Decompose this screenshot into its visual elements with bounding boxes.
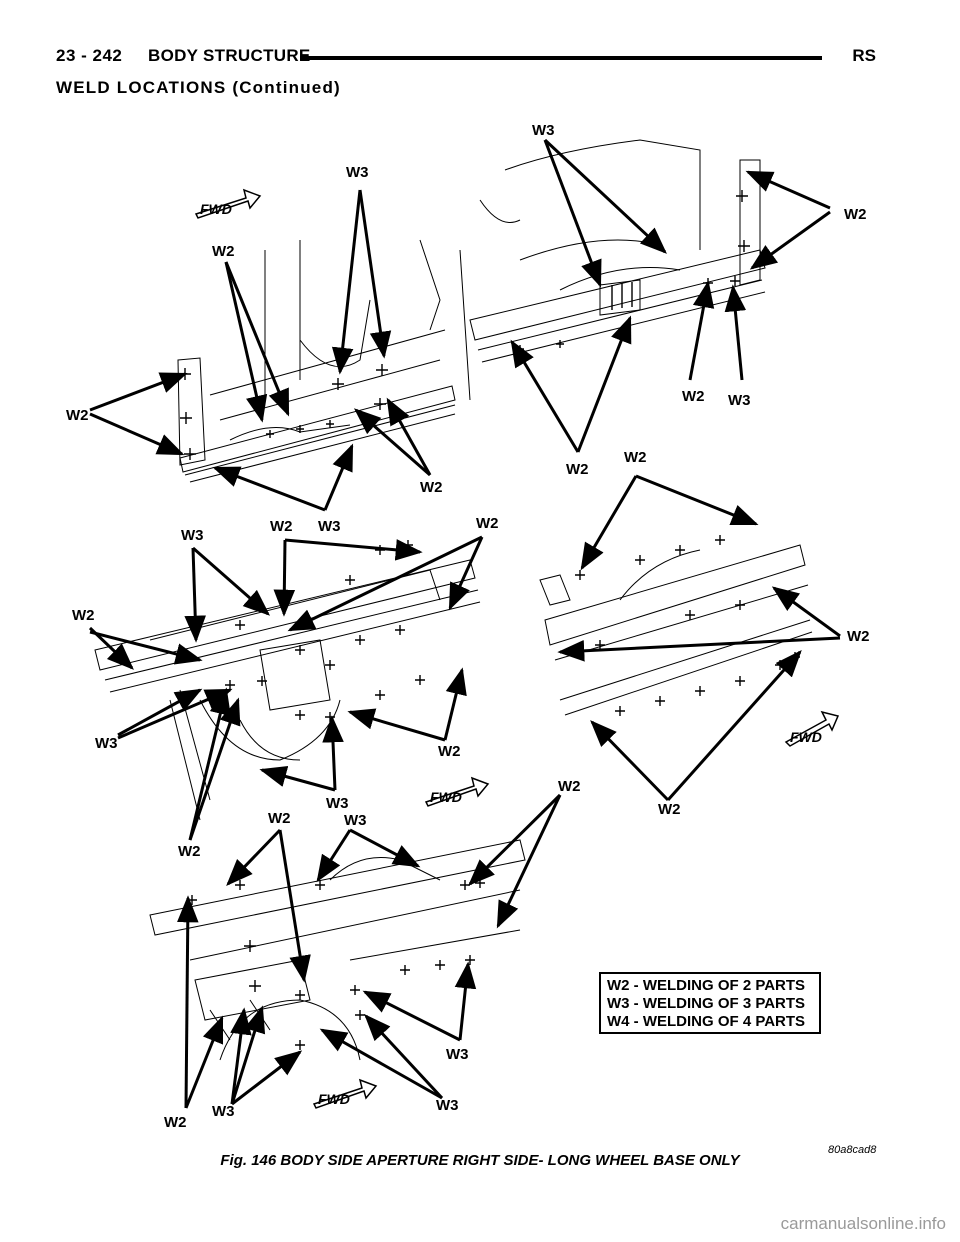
callout-w2: W2 [270, 518, 293, 535]
leader-lines [88, 138, 841, 1109]
callout-w2: W2 [420, 479, 443, 496]
figure-drawing: FWD FWD FWD FWD [66, 122, 870, 1131]
callout-w3: W3 [436, 1097, 459, 1114]
callout-labels: W3 W3 W2 W2 W2 W2 W3 W2 W2 W2 W2 W3 W2 W… [66, 122, 870, 1131]
panel-mid-left [94, 540, 481, 821]
callout-w3: W3 [728, 392, 751, 409]
legend-item: W2 - WELDING OF 2 PARTS [607, 977, 806, 994]
callout-w2: W2 [844, 206, 867, 223]
callout-w3: W3 [346, 164, 369, 181]
legend-item: W4 - WELDING OF 4 PARTS [607, 1013, 806, 1030]
panel-mid-right [539, 535, 813, 716]
callout-w2: W2 [164, 1114, 187, 1131]
figure-caption: Fig. 146 BODY SIDE APERTURE RIGHT SIDE- … [220, 1152, 740, 1169]
fwd-label: FWD [790, 729, 822, 745]
fwd-arrow-4: FWD [312, 1078, 378, 1109]
watermark: carmanualsonline.info [780, 1214, 946, 1233]
image-code: 80a8cad8 [828, 1144, 877, 1156]
callout-w3: W3 [532, 122, 555, 139]
callout-w2: W2 [658, 801, 681, 818]
callout-w2: W2 [178, 843, 201, 860]
model-code: RS [852, 46, 876, 65]
fwd-arrow-3: FWD [784, 710, 840, 747]
callout-w2: W2 [682, 388, 705, 405]
callout-w2: W2 [212, 243, 235, 260]
callout-w3: W3 [212, 1103, 235, 1120]
section-heading: WELD LOCATIONS (Continued) [56, 78, 341, 97]
callout-w2: W2 [476, 515, 499, 532]
callout-w2: W2 [72, 607, 95, 624]
legend-item: W3 - WELDING OF 3 PARTS [607, 995, 806, 1012]
callout-w3: W3 [95, 735, 118, 752]
callout-w2: W2 [624, 449, 647, 466]
callout-w2: W2 [847, 628, 870, 645]
fwd-label: FWD [200, 201, 232, 217]
callout-w3: W3 [181, 527, 204, 544]
page-number: 23 - 242 [56, 46, 123, 65]
page-header: 23 - 242 BODY STRUCTURE RS [56, 46, 876, 76]
weld-legend: W2 - WELDING OF 2 PARTS W3 - WELDING OF … [599, 972, 821, 1034]
callout-w3: W3 [344, 812, 367, 829]
fwd-label: FWD [318, 1091, 350, 1107]
callout-w2: W2 [66, 407, 89, 424]
callout-w3: W3 [446, 1046, 469, 1063]
header-rule [300, 56, 822, 60]
callout-w2: W2 [438, 743, 461, 760]
fwd-arrow-1: FWD [194, 188, 262, 219]
callout-w2: W2 [566, 461, 589, 478]
callout-w3: W3 [326, 795, 349, 812]
fwd-label: FWD [430, 789, 462, 805]
section-title: BODY STRUCTURE [148, 46, 311, 65]
callout-w2: W2 [558, 778, 581, 795]
callout-w3: W3 [318, 518, 341, 535]
callout-w2: W2 [268, 810, 291, 827]
weld-location-figure: FWD FWD FWD FWD [0, 110, 960, 1160]
fwd-arrow-2: FWD [424, 776, 490, 807]
panel-bottom-left [149, 839, 526, 1061]
